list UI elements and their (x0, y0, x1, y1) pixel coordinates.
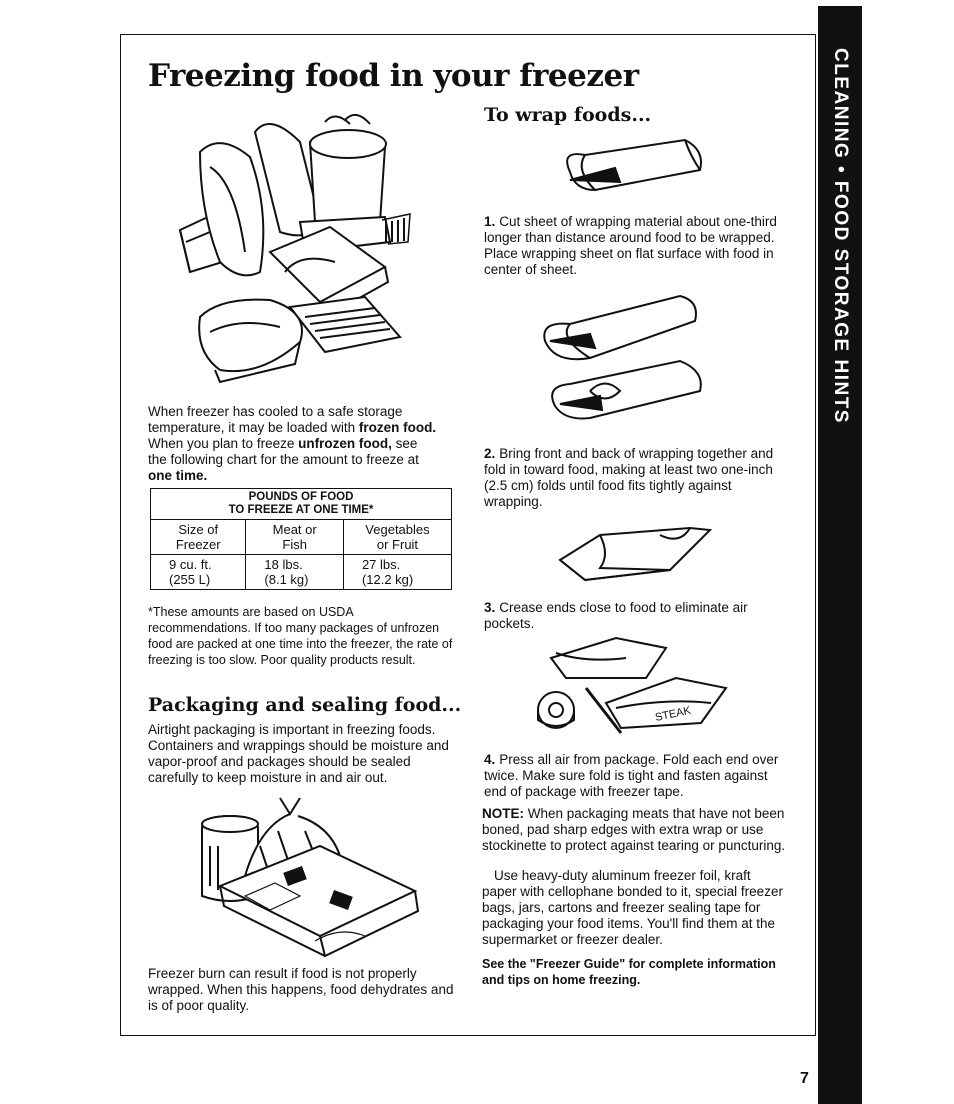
step-text: Press all air from package. Fold each en… (484, 752, 779, 799)
intro-text-span: When you plan to freeze (148, 436, 299, 451)
cell-line: (8.1 kg) (264, 572, 309, 587)
packaged-food-illustration (201, 797, 420, 958)
side-tab-label: CLEANING • FOOD STORAGE HINTS (830, 48, 851, 424)
note-text: NOTE: When packaging meats that have not… (482, 806, 788, 854)
cell-line: Meat or (272, 522, 317, 537)
wrap-step-1: 1.Cut sheet of wrapping material about o… (484, 214, 788, 278)
wrap-step4-illustration: STEAK (537, 636, 728, 734)
chart-data-row: 9 cu. ft.(255 L) 18 lbs.(8.1 kg) 27 lbs.… (149, 554, 453, 590)
cell-line: Vegetables (365, 522, 430, 537)
intro-line: temperature, it may be loaded with froze… (148, 420, 454, 436)
step-number: 2. (484, 446, 496, 461)
step-text: Crease ends close to food to eliminate a… (484, 600, 748, 631)
chart-header-line: POUNDS OF FOOD (248, 491, 354, 503)
step-number: 3. (484, 600, 496, 615)
wrap-step-3: 3.Crease ends close to food to eliminate… (484, 600, 788, 632)
cell-line: Freezer (175, 537, 221, 552)
frozen-food-illustration (178, 113, 411, 384)
freezer-guide-reference: See the "Freezer Guide" for complete inf… (482, 957, 776, 987)
chart-header-line: TO FREEZE AT ONE TIME* (228, 504, 374, 516)
materials-text: Use heavy-duty aluminum freezer foil, kr… (482, 868, 783, 947)
wrap-step-2: 2.Bring front and back of wrapping toget… (484, 446, 788, 510)
step-text: Cut sheet of wrapping material about one… (484, 214, 777, 277)
intro-text-span: temperature, it may be loaded with (148, 420, 359, 435)
wrap-step-4: 4.Press all air from package. Fold each … (484, 752, 788, 800)
note-body: When packaging meats that have not been … (482, 806, 786, 853)
note-label: NOTE: (482, 806, 524, 821)
chart-footnote: *These amounts are based on USDA recomme… (148, 605, 453, 667)
cell-line: (255 L) (169, 572, 211, 587)
chart-cell-veg: 27 lbs.(12.2 kg) (342, 554, 453, 590)
cell-line: 18 lbs. (264, 557, 303, 572)
wrap-heading: To wrap foods... (484, 104, 652, 126)
chart-cell-meat: 18 lbs.(8.1 kg) (245, 554, 344, 590)
cell-line: or Fruit (376, 537, 419, 552)
frozen-food-emphasis: frozen food. (358, 420, 437, 435)
unfrozen-food-emphasis: unfrozen food, (298, 436, 392, 451)
chart-header: POUNDS OF FOOD TO FREEZE AT ONE TIME* (150, 488, 452, 520)
step-number: 1. (484, 214, 496, 229)
side-tab (818, 6, 862, 1104)
intro-text-span: see (391, 436, 418, 451)
intro-line: When you plan to freeze unfrozen food, s… (148, 436, 454, 452)
intro-line: the following chart for the amount to fr… (148, 452, 419, 467)
freeze-amount-chart: POUNDS OF FOOD TO FREEZE AT ONE TIME* Si… (149, 488, 453, 590)
cell-line: 9 cu. ft. (169, 557, 212, 572)
wrap-step3-illustration (558, 526, 713, 582)
packaging-text: Airtight packaging is important in freez… (148, 722, 449, 785)
packaging-heading: Packaging and sealing food... (148, 694, 462, 716)
intro-line: When freezer has cooled to a safe storag… (148, 404, 403, 419)
page-title: Freezing food in your freezer (148, 58, 639, 94)
intro-line: one time. (148, 468, 208, 483)
step-text: Bring front and back of wrapping togethe… (484, 446, 774, 509)
cell-line: Fish (282, 537, 307, 552)
intro-text: When freezer has cooled to a safe storag… (148, 404, 454, 484)
chart-header-row: POUNDS OF FOOD TO FREEZE AT ONE TIME* (150, 488, 452, 520)
page-border (120, 34, 816, 1036)
freezer-burn-text: Freezer burn can result if food is not p… (148, 966, 454, 1013)
step-number: 4. (484, 752, 496, 767)
cell-line: 27 lbs. (361, 557, 401, 572)
cell-line: Size of (178, 522, 219, 537)
wrap-step2-illustration (543, 294, 702, 420)
chart-cell-size: 9 cu. ft.(255 L) (149, 554, 247, 590)
cell-line: (12.2 kg) (361, 572, 414, 587)
page-number: 7 (800, 1070, 809, 1087)
wrap-step1-illustration (566, 138, 702, 192)
